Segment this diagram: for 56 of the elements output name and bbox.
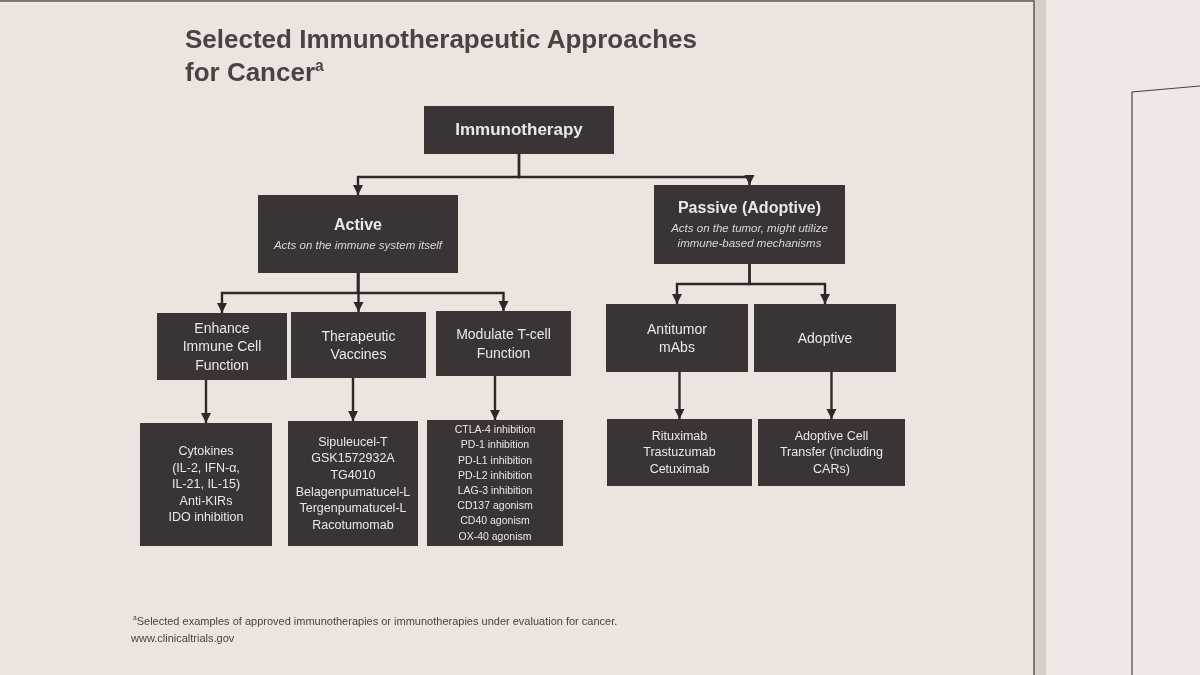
box-heading: Enhance Immune Cell Function: [181, 319, 263, 374]
subcategory-box: [436, 311, 571, 376]
examples-box: [607, 419, 752, 486]
subcategory-box: [754, 304, 896, 372]
box-heading: Therapeutic Vaccines: [320, 326, 397, 364]
source-url: www.clinicaltrials.gov: [131, 632, 235, 644]
diagram-title: Selected Immunotherapeutic Approaches for Cancer$^{a}$: [185, 24, 698, 89]
arrow: [201, 380, 211, 423]
example-item: Sipuleucel-T: [318, 433, 388, 451]
box-heading: Active: [334, 215, 382, 234]
subcategory-box: [157, 313, 287, 380]
arrow: [826, 372, 837, 419]
examples-box: [758, 419, 905, 486]
arrow: [356, 273, 509, 311]
example-item: OX-40 agonism: [458, 528, 532, 544]
category-box: [654, 185, 845, 264]
example-item: PD-L1 inhibition: [457, 452, 533, 468]
examples-box: [288, 421, 418, 546]
category-box: [258, 195, 458, 273]
arrow: [348, 378, 358, 421]
example-item: Rituximab: [651, 427, 708, 445]
example-item: TG4010: [330, 466, 376, 484]
box-heading: Passive (Adoptive): [677, 199, 822, 218]
arrow: [490, 376, 500, 420]
footnote: $^{a}$Selected examples of approved immunotherapies or immunotherapies under evaluation for cancer.: [133, 614, 618, 627]
example-item: Tergenpumatucel-L: [299, 500, 407, 517]
example-item: PD-1 inhibition: [460, 437, 530, 453]
example-item: CTLA-4 inhibition: [454, 422, 536, 438]
examples-box: [427, 420, 563, 546]
example-item: GSK1572932A: [311, 450, 395, 467]
examples-box: [140, 423, 272, 546]
example-item: Trastuzumab: [643, 444, 716, 461]
example-item: Anti-KIRs: [179, 492, 233, 510]
box-heading: Antitumor mAbs: [646, 319, 708, 357]
arrow: [674, 372, 685, 419]
box-heading: Modulate T-cell Function: [455, 325, 552, 362]
example-item: Cytokines (IL-2, IFN-α, IL-21, IL-15): [170, 442, 242, 493]
example-item: IDO inhibition: [168, 509, 244, 527]
example-item: PD-L2 inhibition: [457, 467, 533, 483]
box-description: Acts on the tumor, might utilize immune-based mechanisms: [670, 221, 829, 250]
example-item: Belagenpumatucel-L: [295, 483, 411, 501]
arrow: [517, 154, 755, 185]
subcategory-box: [291, 312, 426, 378]
example-item: CD40 agonism: [460, 513, 530, 529]
example-item: Cetuximab: [649, 460, 710, 478]
example-item: Adoptive Cell Transfer (including CARs): [778, 427, 885, 478]
example-item: CD137 agonism: [457, 498, 533, 514]
box-heading: Immunotherapy: [455, 120, 583, 140]
subcategory-box: [606, 304, 748, 372]
box-description: Acts on the immune system itself: [273, 237, 443, 253]
example-item: LAG-3 inhibition: [457, 483, 533, 498]
example-item: Racotumomab: [312, 516, 394, 534]
arrow: [748, 264, 830, 304]
category-box: [424, 106, 614, 154]
arrow: [353, 273, 364, 312]
box-heading: Adoptive: [797, 328, 853, 348]
